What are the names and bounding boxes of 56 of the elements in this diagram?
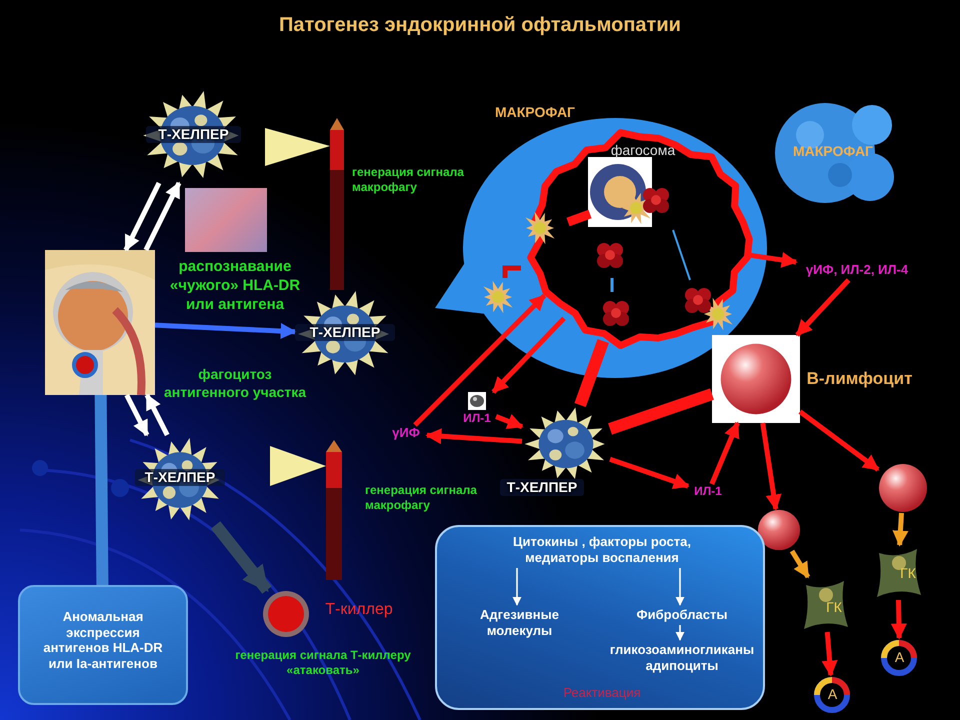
caption-text: распознавание «чужого» HLA-DR или антигена [168, 258, 302, 314]
node-label: ИЛ-1 [693, 484, 723, 498]
arrow [124, 394, 150, 436]
arrow [676, 568, 684, 606]
node-label: Реактивация [562, 685, 642, 701]
node-label: ГК [899, 565, 917, 582]
arrow [890, 600, 907, 640]
callout-box [18, 585, 188, 705]
arrow [124, 182, 162, 252]
arrow [892, 512, 908, 547]
info-panel [435, 525, 765, 710]
caption-text: генерация сигнала Т-киллеру «атаковать» [234, 648, 412, 678]
caption-text: генерация сигнала макрофагу [365, 483, 478, 513]
arrow [676, 625, 684, 641]
cell-label: Т-ХЕЛПЕР [135, 469, 225, 486]
arrow [512, 568, 522, 606]
arrow [790, 550, 810, 578]
arrow [210, 521, 272, 594]
node-label: γИФ [391, 425, 421, 441]
title: Патогенез эндокринной офтальмопатии [278, 14, 682, 37]
cell-label: Т-киллер [324, 600, 394, 620]
arrow [710, 422, 740, 485]
node-label: гликозоаминогликаны адипоциты [608, 642, 756, 674]
arrow [795, 278, 850, 337]
cell-label: Т-ХЕЛПЕР [500, 479, 584, 496]
arrow [798, 410, 880, 472]
node-label: А [894, 649, 906, 666]
node-label: γИФ, ИЛ-2, ИЛ-4 [804, 262, 910, 278]
callout-text: Аномальная экспрессия антигенов HLA-DR или Ia-антигенов [42, 609, 164, 672]
node-label: ИЛ-1 [462, 411, 492, 426]
cell-label: фагосома [610, 142, 676, 159]
node-label: Фибробласты [636, 607, 728, 623]
cell-label: МАКРОФАГ [494, 104, 576, 121]
node-label: А [826, 686, 838, 703]
arrow [760, 422, 782, 511]
arrow [492, 316, 566, 394]
node-label: Адгезивные молекулы [479, 607, 560, 638]
cell-label: Т-ХЕЛПЕР [295, 324, 395, 341]
arrow [495, 414, 524, 430]
caption-text: фагоцитоз антигенного участка [162, 366, 308, 401]
node-label: ГК [825, 599, 843, 616]
connector-line [94, 394, 108, 586]
arrow [144, 394, 170, 436]
arrow [750, 252, 798, 268]
node-label: Цитокины , факторы роста, медиаторы воспаления [512, 534, 692, 566]
caption-text: генерация сигнала макрофагу [352, 165, 465, 195]
arrow [822, 632, 838, 677]
cell-label: В-лимфоцит [806, 369, 914, 390]
arrow [154, 322, 297, 340]
connector-line [608, 388, 714, 435]
arrow [609, 456, 690, 489]
arrow [413, 294, 546, 427]
cell-label: МАКРОФАГ [792, 143, 874, 160]
arrow [144, 182, 182, 252]
arrow [425, 428, 522, 444]
cell-label: Т-ХЕЛПЕР [146, 126, 241, 143]
